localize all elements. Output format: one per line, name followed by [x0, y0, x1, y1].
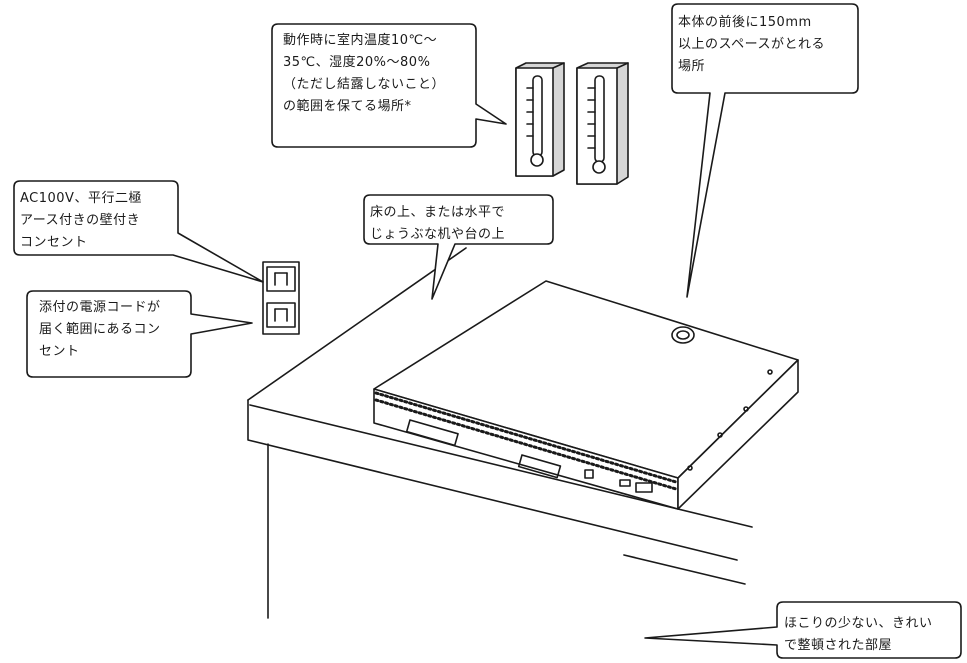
callout-bubble-floor: [363, 194, 554, 300]
callout-bubble-space: [671, 3, 859, 298]
callout-floor-text: 床の上、または水平で じょうぶな机や台の上: [370, 205, 506, 242]
wall-outlet-icon: [262, 261, 300, 335]
callout-temperature-text: 動作時に室内温度10℃～ 35℃、湿度20%～80% （ただし結露しないこと） …: [283, 33, 446, 114]
callout-power-cord-text: 添付の電源コードが 届く範囲にあるコン セント: [39, 300, 161, 359]
callout-bubble-cord: [26, 290, 253, 378]
desk-icon: [247, 247, 753, 619]
callout-bubble-ac: [13, 180, 264, 283]
callout-ac-outlet-text: AC100V、平行二極 アース付きの壁付き コンセント: [20, 191, 142, 250]
thermometer-icon: [515, 62, 629, 185]
callout-room-text: ほこりの少ない、きれい で整頓された部屋: [784, 616, 933, 653]
server-icon: [373, 280, 799, 510]
callout-bubble-temperature: [271, 23, 507, 148]
callout-space-text: 本体の前後に150mm 以上のスペースがとれる 場所: [678, 15, 825, 74]
callout-bubble-room: [644, 601, 962, 659]
